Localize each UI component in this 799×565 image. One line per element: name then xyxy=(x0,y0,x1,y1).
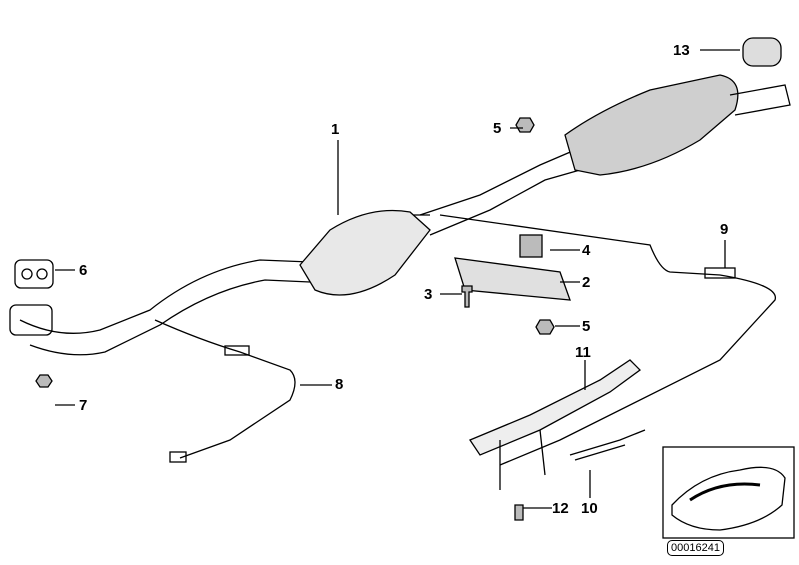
cable-strap xyxy=(569,429,646,461)
gasket xyxy=(14,259,54,289)
screw xyxy=(514,504,524,521)
callout-6: 6 xyxy=(79,262,88,279)
rubber-mount xyxy=(519,234,543,258)
callout-11: 11 xyxy=(575,344,591,361)
clamp xyxy=(742,37,782,67)
rear-muffler xyxy=(564,74,739,176)
callout-13: 13 xyxy=(673,42,690,59)
callout-5-top: 5 xyxy=(493,120,502,137)
callout-8: 8 xyxy=(335,376,344,393)
callout-2: 2 xyxy=(582,274,591,291)
callout-7: 7 xyxy=(79,397,88,414)
thumbnail-frame xyxy=(662,446,795,539)
screw xyxy=(461,285,473,308)
callout-3: 3 xyxy=(424,286,433,303)
callout-4: 4 xyxy=(582,242,591,259)
mid-pipe xyxy=(419,149,576,216)
center-silencer xyxy=(299,209,431,296)
car-thumbnail xyxy=(671,466,786,531)
oxygen-sensor-front xyxy=(154,319,296,459)
callout-9: 9 xyxy=(720,221,729,238)
nut xyxy=(35,374,53,388)
holder xyxy=(469,359,641,456)
callout-1: 1 xyxy=(331,121,340,138)
diagram-code: 00016241 xyxy=(667,540,724,556)
callout-12: 12 xyxy=(552,500,569,517)
oxygen-sensor-rear xyxy=(439,214,776,466)
callout-5-bottom: 5 xyxy=(582,318,591,335)
callout-10: 10 xyxy=(581,500,598,517)
bracket xyxy=(454,257,571,301)
